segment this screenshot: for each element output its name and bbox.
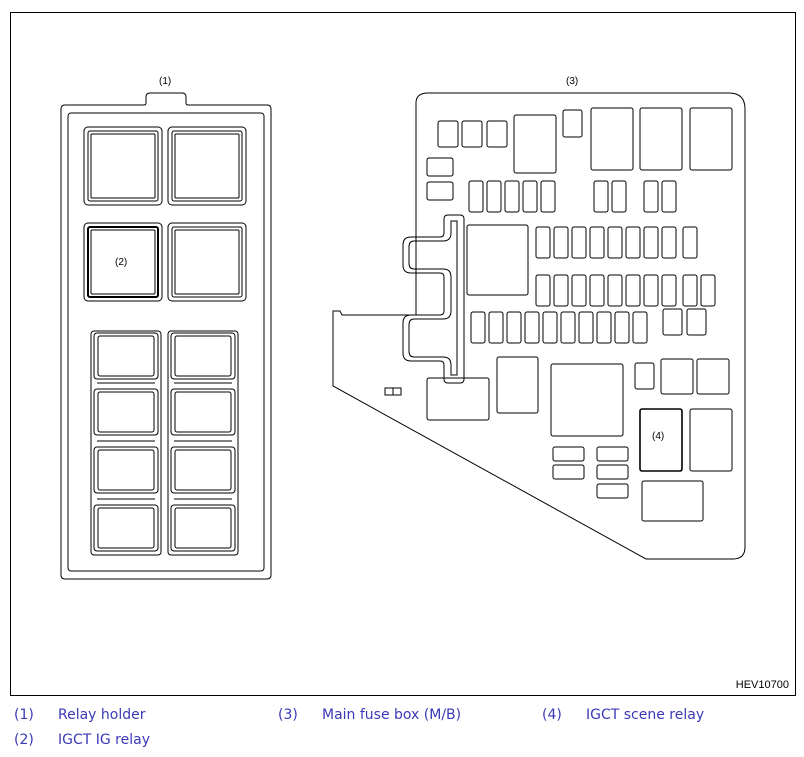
small-relay	[170, 388, 236, 436]
callout-main-fuse-box: (3)	[566, 76, 579, 87]
small-relay	[170, 504, 236, 552]
legend-number: (3)	[278, 707, 298, 723]
legend-text: IGCT IG relay	[58, 732, 150, 748]
small-relay	[170, 446, 236, 494]
main-fuse-box	[332, 92, 746, 560]
diagram-frame: (1) (2) (3) (4) HEV10700	[10, 12, 796, 696]
legend-text: Main fuse box (M/B)	[322, 707, 462, 723]
callout-igct-scene-relay: (4)	[652, 431, 665, 442]
large-relay	[167, 126, 247, 206]
callout-relay-holder: (1)	[159, 76, 172, 87]
small-relay	[93, 504, 159, 552]
legend-number: (4)	[542, 707, 562, 723]
legend-text: IGCT scene relay	[586, 707, 705, 723]
relay-holder	[60, 92, 272, 580]
callout-igct-ig-relay: (2)	[115, 257, 128, 268]
igct-scene-relay	[639, 408, 683, 472]
small-relay	[93, 388, 159, 436]
large-relay	[167, 222, 247, 302]
legend-number: (1)	[14, 707, 34, 723]
small-relay	[93, 332, 159, 380]
small-relay	[170, 332, 236, 380]
legend-text: Relay holder	[58, 707, 146, 723]
small-relay	[93, 446, 159, 494]
fuse-relay-diagram	[60, 92, 746, 580]
legend: (1) Relay holder (3) Main fuse box (M/B)…	[0, 704, 804, 757]
legend-number: (2)	[14, 732, 34, 748]
large-relay	[83, 126, 163, 206]
figure-code: HEV10700	[735, 679, 789, 691]
igct-ig-relay	[83, 222, 163, 302]
